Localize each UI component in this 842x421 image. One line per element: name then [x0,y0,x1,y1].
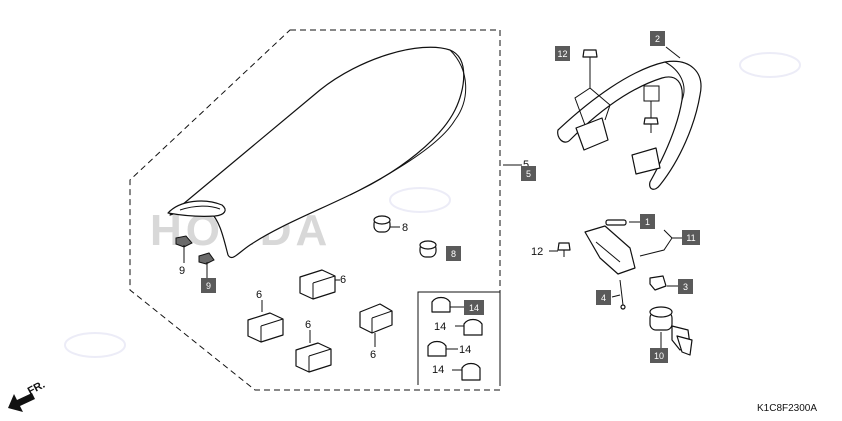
callout-8: 8 [402,222,408,234]
callout-5-box: 5 [526,169,531,179]
seat-drawing: HONDA [150,46,467,259]
callout-labels: 2 12 5 5 8 8 9 9 6 6 6 6 14 14 14 14 1 1… [179,31,700,376]
rubber-inset-box [417,291,501,385]
seat-clip-parts [175,235,215,265]
callout-4: 4 [601,293,606,303]
callout-blank-box [643,85,660,102]
front-direction-arrow: FR. [8,379,47,412]
leader-lines [183,46,682,371]
callout-9: 9 [179,265,185,277]
seat-cushion-block-parts [247,269,393,373]
callout-9-box: 9 [206,281,211,291]
seat-lock-bracket-drawing [584,219,636,310]
grommet-parts-14 [427,296,483,381]
callout-3: 3 [683,282,688,292]
callout-8-box: 8 [451,249,456,259]
callout-14-box: 14 [469,303,479,313]
callout-6-a: 6 [340,274,346,286]
grab-rail-drawing [557,60,702,190]
diagram-code: K1C8F2300A [757,403,817,414]
callout-14-a: 14 [434,321,446,333]
cushion-rubber-parts [373,215,437,258]
bolt-parts [557,49,659,257]
callout-14-b: 14 [459,344,471,356]
callout-6-c: 6 [305,319,311,331]
callout-2: 2 [655,34,660,44]
callout-12-top: 12 [557,49,567,59]
callout-11: 11 [686,233,695,243]
seat-assembly-boundary [129,29,501,391]
moto-watermark-icon [64,52,801,358]
callout-1: 1 [645,217,650,227]
front-direction-label: FR. [26,379,47,398]
callout-6-d: 6 [370,349,376,361]
callout-14-c: 14 [432,364,444,376]
callout-12: 12 [531,246,543,258]
key-cylinder-drawing [649,306,693,356]
cable-clip-part [649,275,667,291]
callout-5: 5 [523,159,529,171]
callout-6-b: 6 [256,289,262,301]
callout-10: 10 [654,351,664,361]
